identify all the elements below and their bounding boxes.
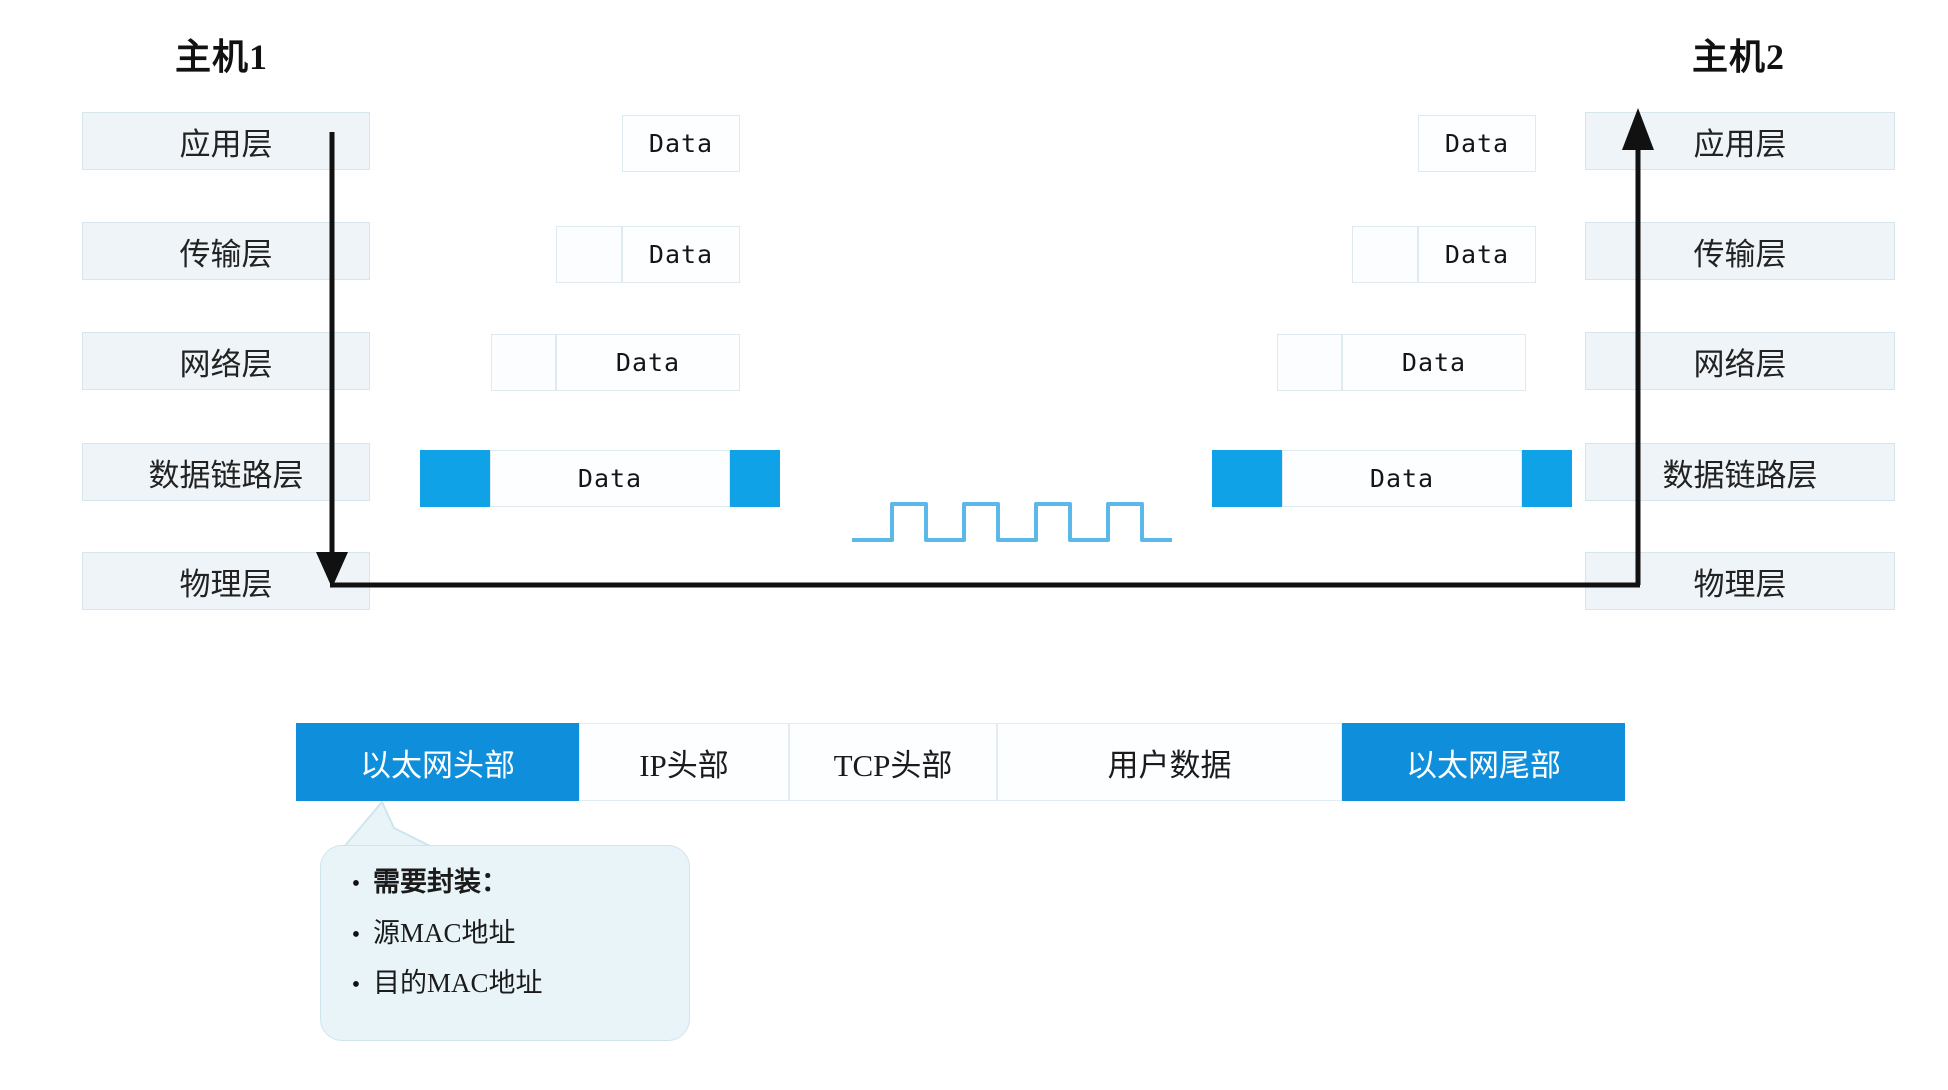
packet-segment-ethernet-header [420,450,490,507]
encap-cell-tcp-header[interactable]: TCP头部 [789,723,997,801]
host1-title: 主机1 [175,37,269,77]
layer-box-left-transport: 传输层 [82,222,370,280]
layer-box-left-application: 应用层 [82,112,370,170]
packet-segment-data: Data [1418,115,1536,172]
packet-segment-data: Data [622,226,740,283]
packet-segment-ethernet-header [1212,450,1282,507]
packet-segment-network-header [491,334,556,391]
packet-left-network: Data [491,334,740,391]
packet-right-application: Data [1418,115,1536,172]
callout-item-0: • 需要封装： [339,862,671,903]
bullet-icon: • [351,871,361,897]
bullet-icon: • [351,921,361,948]
layer-box-right-datalink: 数据链路层 [1585,443,1895,501]
encapsulation-bar: 以太网头部 IP头部 TCP头部 用户数据 以太网尾部 [296,723,1625,801]
packet-segment-data: Data [622,115,740,172]
packet-right-transport: Data [1352,226,1536,283]
layer-box-right-physical: 物理层 [1585,552,1895,610]
layer-box-right-application: 应用层 [1585,112,1895,170]
packet-segment-data: Data [490,450,730,507]
encap-cell-ethernet-trailer[interactable]: 以太网尾部 [1342,723,1625,801]
layer-box-right-network: 网络层 [1585,332,1895,390]
layer-box-left-physical: 物理层 [82,552,370,610]
packet-segment-data: Data [556,334,740,391]
callout-item-label: 目的MAC地址 [373,968,543,998]
packet-segment-data: Data [1418,226,1536,283]
packet-left-datalink: Data [420,450,780,507]
callout-box: • 需要封装： • 源MAC地址 • 目的MAC地址 [320,845,690,1041]
callout-item-label: 源MAC地址 [373,917,516,948]
packet-right-network: Data [1277,334,1526,391]
packet-segment-network-header [1277,334,1342,391]
callout-item-label: 需要封装： [373,867,508,897]
layer-box-left-datalink: 数据链路层 [82,443,370,501]
packet-segment-ethernet-trailer [730,450,780,507]
packet-segment-transport-header [1352,226,1418,283]
encap-cell-user-data[interactable]: 用户数据 [997,723,1342,801]
host2-title: 主机2 [1692,37,1786,77]
packet-segment-data: Data [1282,450,1522,507]
layer-box-left-network: 网络层 [82,332,370,390]
bullet-icon: • [351,972,361,998]
layer-box-right-transport: 传输层 [1585,222,1895,280]
square-wave-signal-icon [852,502,1172,542]
callout-item-2: • 目的MAC地址 [339,963,671,1004]
encap-cell-ip-header[interactable]: IP头部 [579,723,789,801]
packet-segment-transport-header [556,226,622,283]
callout-item-1: • 源MAC地址 [339,913,671,954]
packet-right-datalink: Data [1212,450,1572,507]
encap-cell-ethernet-header[interactable]: 以太网头部 [296,723,579,801]
packet-left-application: Data [622,115,740,172]
packet-segment-ethernet-trailer [1522,450,1572,507]
packet-segment-data: Data [1342,334,1526,391]
packet-left-transport: Data [556,226,740,283]
